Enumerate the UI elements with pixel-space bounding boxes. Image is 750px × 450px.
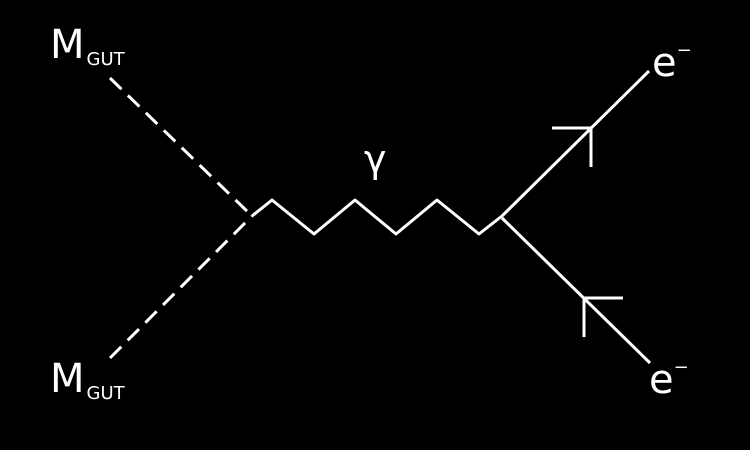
electron-top-arrow-icon <box>552 126 593 167</box>
electron-bottom-line <box>500 216 652 365</box>
mgut-top-dashed-line <box>108 76 254 218</box>
electron-top-line <box>500 69 651 218</box>
electron-top-label: e− <box>652 40 692 86</box>
photon-wavy-line <box>251 198 503 236</box>
photon-label: γ <box>364 137 387 181</box>
electron-bottom-label: e− <box>649 357 689 403</box>
mgut-bottom-dashed-line <box>108 214 254 360</box>
electron-bottom-arrow-icon <box>582 296 623 337</box>
